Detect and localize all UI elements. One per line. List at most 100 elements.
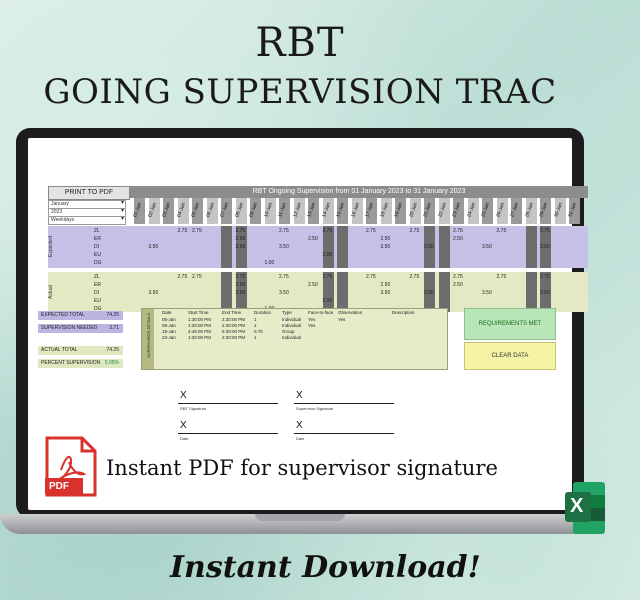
grid-cell[interactable]: 2.75 (540, 228, 550, 234)
supervisor-signature-line[interactable] (294, 403, 394, 404)
details-cell[interactable]: 1:30:00 PM (188, 335, 212, 340)
grid-cell[interactable]: 2.75 (366, 274, 376, 280)
row-label: DI (94, 244, 99, 250)
date-header-cell: 01-Jan (132, 198, 145, 224)
print-to-pdf-button[interactable]: PRINT TO PDF (48, 186, 130, 200)
grid-cell[interactable]: 2.50 (380, 236, 391, 242)
grid-cell[interactable]: 3.50 (279, 290, 289, 296)
details-cell[interactable]: 1 (254, 317, 257, 322)
actual-block (48, 272, 588, 312)
date-header-label: 06-Jan (204, 201, 216, 219)
date-header-label: 13-Jan (306, 201, 318, 219)
grid-cell[interactable]: 2.50 (380, 282, 391, 288)
grid-cell[interactable]: 1.00 (264, 260, 275, 266)
date-header-label: 24-Jan (465, 201, 477, 219)
rbt-signature-line[interactable] (178, 403, 278, 404)
grid-cell[interactable]: 2.75 (279, 228, 289, 234)
details-cell[interactable]: 4:45:00 PM (188, 329, 212, 334)
grid-cell[interactable]: 2.75 (366, 228, 376, 234)
grid-cell[interactable]: 3.50 (424, 290, 434, 296)
pdf-icon-label: PDF (49, 481, 69, 492)
details-cell[interactable]: 2:30:00 PM (222, 323, 246, 328)
grid-cell[interactable]: 2.75 (192, 274, 202, 280)
details-cell[interactable]: Individual (282, 323, 302, 328)
date-header-cell: 16-Jan (349, 198, 363, 224)
details-cell[interactable]: 2:30:00 PM (222, 335, 246, 340)
grid-cell[interactable]: 2.50 (308, 236, 318, 242)
grid-cell[interactable]: 2.75 (409, 228, 420, 234)
grid-cell[interactable]: 2.75 (453, 274, 463, 280)
grid-cell[interactable]: 3.50 (540, 244, 550, 250)
details-header: Type (282, 310, 292, 315)
days-dropdown[interactable]: Weekdays (48, 216, 126, 225)
grid-cell[interactable]: 3.50 (148, 244, 159, 250)
grid-cell[interactable]: 2.75 (322, 228, 333, 234)
date-header-label: 22-Jan (436, 201, 448, 219)
grid-cell[interactable]: 2.50 (453, 236, 463, 242)
weekend-column (424, 272, 435, 312)
details-cell[interactable]: 09-Jan (162, 323, 176, 328)
grid-cell[interactable]: 2.50 (308, 282, 318, 288)
grid-cell[interactable]: 2.75 (540, 274, 550, 280)
details-cell[interactable]: 05-Jan (162, 317, 176, 322)
supervisor-date-label: Date (296, 436, 305, 441)
clear-data-button[interactable]: CLEAR DATA (464, 342, 556, 370)
details-cell[interactable]: 2:30:00 PM (222, 317, 246, 322)
grid-cell[interactable]: 2.75 (177, 274, 188, 280)
date-header-cell: 29-Jan (538, 198, 551, 224)
grid-cell[interactable]: 2.50 (453, 282, 463, 288)
details-cell[interactable]: 5:30:00 PM (222, 329, 246, 334)
date-header-label: 08-Jan (233, 201, 245, 219)
grid-cell[interactable]: 3.50 (482, 244, 492, 250)
details-cell[interactable]: Group (282, 329, 295, 334)
details-cell[interactable]: Individual (282, 317, 302, 322)
grid-cell[interactable]: 3.50 (235, 244, 246, 250)
rbt-date-line[interactable] (178, 433, 278, 434)
row-label: ZL (94, 274, 100, 280)
date-header-label: 28-Jan (523, 201, 535, 219)
supervision-needed: SUPERVISION NEEDED 3.71 (38, 324, 123, 333)
grid-cell[interactable]: 2.75 (177, 228, 188, 234)
details-cell[interactable]: 23-Jan (162, 335, 176, 340)
supervision-needed-value: 3.71 (109, 325, 119, 331)
details-cell[interactable]: 1 (254, 323, 257, 328)
grid-cell[interactable]: 2.00 (322, 298, 333, 304)
grid-cell[interactable]: 3.50 (148, 290, 159, 296)
grid-cell[interactable]: 2.75 (279, 274, 289, 280)
details-cell[interactable]: 1:30:00 PM (188, 317, 212, 322)
details-cell[interactable]: 1:30:00 PM (188, 323, 212, 328)
grid-cell[interactable]: 2.75 (453, 228, 463, 234)
grid-cell[interactable]: 3.50 (380, 244, 391, 250)
grid-cell[interactable]: 2.75 (496, 274, 507, 280)
details-cell[interactable]: Yes (308, 323, 316, 328)
details-cell[interactable]: Individual (282, 335, 302, 340)
details-cell[interactable]: 19-Jan (162, 329, 176, 334)
grid-cell[interactable]: 2.00 (322, 252, 333, 258)
details-header: Date (162, 310, 172, 315)
grid-cell[interactable]: 2.75 (192, 228, 202, 234)
date-header-cell: 26-Jan (495, 198, 508, 224)
grid-cell[interactable]: 2.75 (409, 274, 420, 280)
grid-cell[interactable]: 3.50 (380, 290, 391, 296)
grid-cell[interactable]: 2.75 (235, 274, 246, 280)
date-header-label: 16-Jan (349, 201, 361, 219)
grid-cell[interactable]: 2.50 (235, 236, 246, 242)
details-cell[interactable]: Yes (338, 317, 346, 322)
details-cell[interactable]: 0.75 (254, 329, 263, 334)
grid-cell[interactable]: 2.75 (496, 228, 507, 234)
grid-cell[interactable]: 3.50 (424, 244, 434, 250)
supervisor-date-line[interactable] (294, 433, 394, 434)
grid-cell[interactable]: 3.50 (279, 244, 289, 250)
grid-cell[interactable]: 2.75 (322, 274, 333, 280)
weekend-column (438, 226, 450, 268)
weekend-column (525, 226, 537, 268)
grid-cell[interactable]: 2.50 (235, 282, 246, 288)
grid-cell[interactable]: 3.50 (235, 290, 246, 296)
grid-cell[interactable]: 3.50 (540, 290, 550, 296)
percent-supervision-value: 5.05% (104, 360, 119, 366)
details-cell[interactable]: Yes (308, 317, 316, 322)
grid-cell[interactable]: 2.75 (235, 228, 246, 234)
grid-cell[interactable]: 3.50 (482, 290, 492, 296)
details-cell[interactable]: 1 (254, 335, 257, 340)
